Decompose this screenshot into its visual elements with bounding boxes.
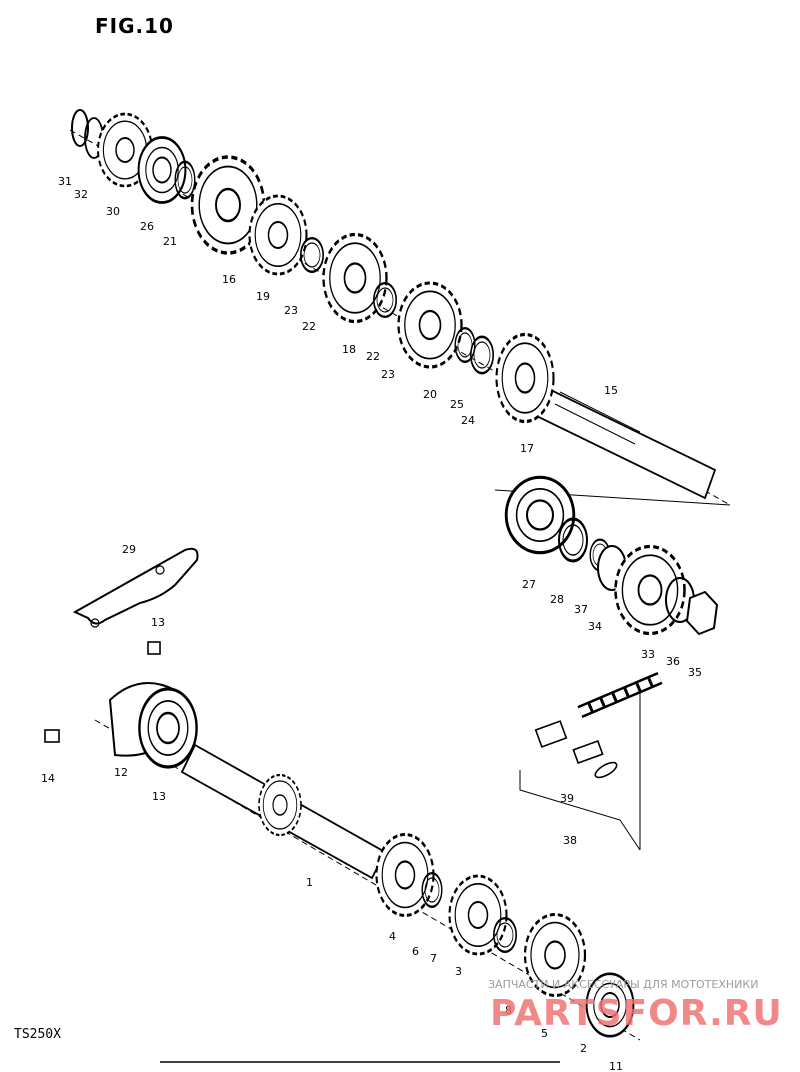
part-label-7: 7 (430, 952, 437, 965)
bearing-13 (137, 687, 199, 769)
circlip-31 (71, 109, 89, 147)
part-label-33: 33 (641, 648, 655, 661)
part-label-28: 28 (550, 593, 564, 606)
part-label-32: 32 (74, 188, 88, 201)
part-label-26: 26 (140, 220, 154, 233)
watermark-site: PARTSFOR.RU (490, 993, 783, 1034)
screw-14 (44, 729, 60, 743)
part-label-1: 1 (306, 876, 313, 889)
part-label-16: 16 (222, 273, 236, 286)
part-label-13: 13 (152, 790, 166, 803)
gear-3 (448, 874, 508, 956)
gear-4 (375, 833, 435, 917)
part-label-3: 3 (455, 965, 462, 978)
mainshaft-assembly (44, 641, 641, 1041)
part-label-14: 14 (41, 772, 55, 785)
gear-17 (494, 332, 556, 424)
joint-39 (534, 720, 568, 748)
gear-19 (248, 194, 308, 276)
part-label-23: 23 (284, 304, 298, 317)
washer-23 (299, 236, 325, 273)
figure-title: FIG.10 (95, 14, 174, 38)
part-label-11: 11 (609, 1060, 623, 1072)
part-label-6: 6 (412, 945, 419, 958)
part-label-38: 38 (563, 834, 577, 847)
seal-28 (557, 517, 589, 563)
bearing-27 (504, 475, 576, 555)
part-label-4: 4 (389, 930, 396, 943)
nut-35 (685, 590, 719, 636)
part-label-23: 23 (381, 368, 395, 381)
sprocket-assembly (494, 475, 731, 636)
part-label-31: 31 (58, 175, 72, 188)
part-label-20: 20 (423, 388, 437, 401)
washer-22 (372, 282, 398, 318)
part-label-30: 30 (106, 205, 120, 218)
screw-13 (147, 641, 161, 655)
part-label-12: 12 (114, 766, 128, 779)
countershaft-assembly (69, 109, 731, 506)
part-label-19: 19 (256, 290, 270, 303)
drive-chain (519, 672, 663, 851)
part-label-8: 8 (505, 1004, 512, 1017)
model-code: TS250X (14, 1027, 61, 1042)
part-label-24: 24 (461, 414, 475, 427)
part-label-36: 36 (666, 655, 680, 668)
part-labels: 3132302621161923221822232025241715272837… (41, 175, 702, 1072)
circlip-24 (469, 335, 495, 375)
part-label-25: 25 (450, 398, 464, 411)
gear-on-shaft (257, 773, 303, 837)
gear-18 (321, 232, 389, 324)
washer-8 (492, 917, 518, 953)
part-label-22: 22 (302, 320, 316, 333)
part-label-15: 15 (604, 384, 618, 397)
gear-20 (396, 281, 464, 369)
part-label-18: 18 (342, 343, 356, 356)
part-label-5: 5 (541, 1027, 548, 1040)
part-label-35: 35 (688, 666, 702, 679)
part-label-13: 13 (151, 616, 165, 629)
part-label-37: 37 (574, 603, 588, 616)
part-label-27: 27 (522, 578, 536, 591)
part-label-39: 39 (560, 792, 574, 805)
part-label-34: 34 (588, 620, 602, 633)
part-label-22: 22 (366, 350, 380, 363)
part-label-29: 29 (122, 543, 136, 556)
watermark-caption: ЗАПЧАСТИ И АКСЕССУАРЫ ДЛЯ МОТОТЕХНИКИ (488, 978, 759, 991)
plate-29 (72, 547, 199, 628)
part-label-2: 2 (580, 1042, 587, 1055)
part-label-21: 21 (163, 235, 177, 248)
part-label-17: 17 (520, 442, 534, 455)
